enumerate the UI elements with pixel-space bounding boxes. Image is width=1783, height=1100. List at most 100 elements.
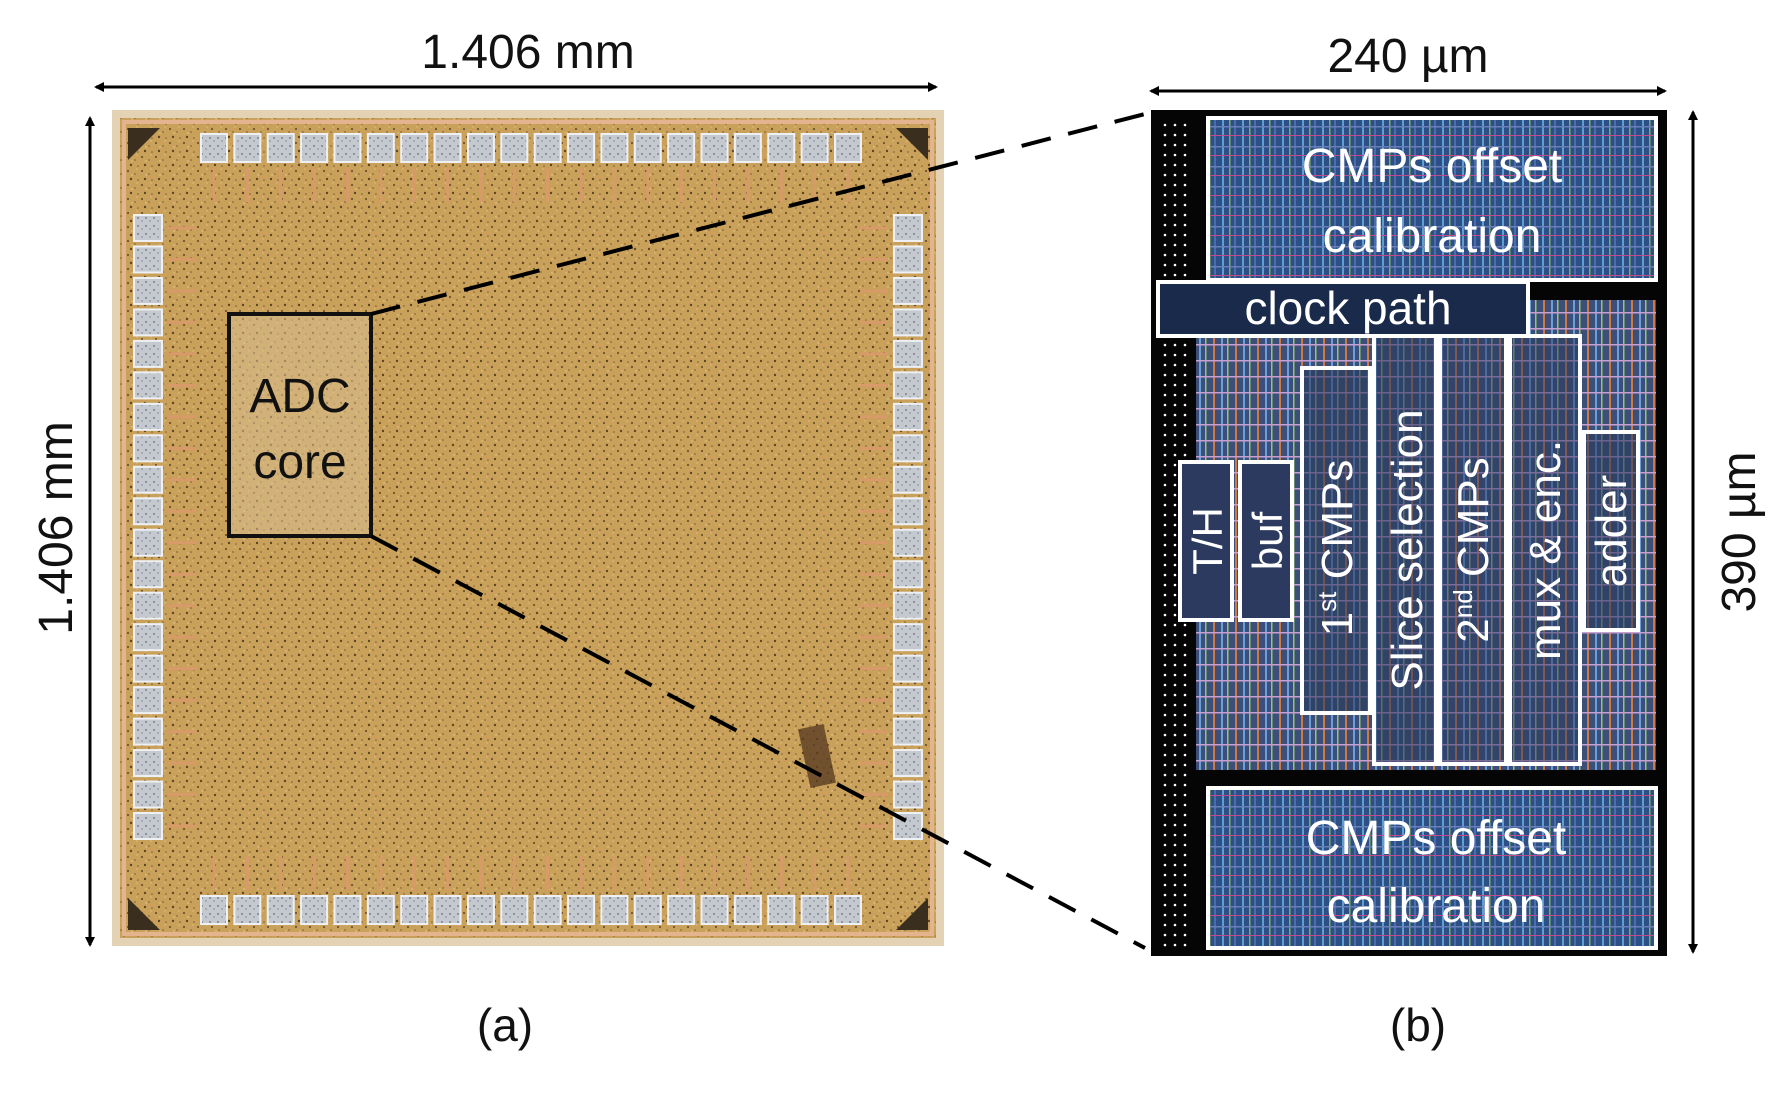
bond-pad (700, 133, 729, 163)
bond-pad (700, 895, 729, 925)
buf-box (1238, 460, 1294, 622)
bond-pad (133, 780, 163, 809)
bond-pad (500, 895, 529, 925)
bond-pad (500, 133, 529, 163)
caption-b: (b) (1390, 999, 1446, 1051)
height-label-b: 390 µm (1713, 451, 1766, 612)
cal-bot-box (1206, 786, 1658, 950)
corner-mark-bl (128, 898, 160, 930)
bond-pad (400, 133, 429, 163)
mux-enc-box (1508, 334, 1582, 766)
seal-ring (122, 120, 934, 936)
first-cmps-label: 1st CMPs (1312, 460, 1362, 637)
bond-pad (133, 308, 163, 337)
zoom-line-top (370, 112, 1146, 316)
bond-pad (133, 654, 163, 683)
bond-pad (133, 402, 163, 431)
bond-pad (133, 528, 163, 557)
bond-pad (893, 214, 923, 242)
height-label-a: 1.406 mm (30, 421, 83, 634)
bond-pad (767, 895, 796, 925)
bond-pad (133, 591, 163, 620)
bond-pad (893, 371, 923, 400)
bond-pad (893, 497, 923, 526)
corner-mark-tr (896, 128, 928, 160)
cal-top-box (1206, 116, 1658, 282)
bond-pad (893, 780, 923, 809)
bond-pad (133, 560, 163, 589)
bond-pad (893, 623, 923, 652)
bond-pad (133, 623, 163, 652)
slice-selection-box (1372, 334, 1438, 766)
bond-pad (893, 245, 923, 274)
adc-core-label-1: ADC (249, 370, 350, 423)
bond-pad (233, 133, 262, 163)
second-cmps-label: 2nd CMPs (1448, 457, 1498, 642)
bond-pad (767, 133, 796, 163)
bond-pad (800, 133, 829, 163)
bond-pad (133, 465, 163, 494)
bond-pad (133, 497, 163, 526)
bond-pad (300, 133, 329, 163)
bond-pad (893, 528, 923, 557)
bond-pad (893, 591, 923, 620)
bond-pad (667, 133, 696, 163)
bond-pad (893, 654, 923, 683)
bond-pad (893, 686, 923, 715)
bond-pad (733, 895, 762, 925)
corner-mark-tl (128, 128, 160, 160)
bond-pad (733, 133, 762, 163)
bond-pad (834, 133, 862, 163)
bond-pad (893, 434, 923, 463)
cal-bot-label-2: calibration (1327, 880, 1546, 933)
bond-pad (800, 895, 829, 925)
bond-pad (266, 895, 295, 925)
bond-pad (893, 560, 923, 589)
bond-pad (893, 749, 923, 778)
th-box (1178, 460, 1234, 622)
zoom-line-bottom (370, 534, 1146, 950)
bond-pad (133, 749, 163, 778)
cal-bot-label-1: CMPs offset (1306, 812, 1567, 865)
second-cmps-box (1438, 334, 1508, 766)
bond-pad (466, 895, 495, 925)
bond-pad (893, 276, 923, 305)
bond-pad (333, 133, 362, 163)
bond-pad (266, 133, 295, 163)
clock-path-box (1156, 280, 1530, 338)
bond-pad (633, 133, 662, 163)
bond-pad (893, 465, 923, 494)
bond-pads (133, 133, 923, 925)
bond-pad (300, 895, 329, 925)
bond-pad (567, 895, 596, 925)
panel-a: ADC core 1.406 mm 1.406 mm (a) (30, 26, 944, 1051)
bond-pad (600, 133, 629, 163)
bond-pad (667, 895, 696, 925)
bond-pad (200, 133, 228, 163)
bond-pad (133, 214, 163, 242)
bond-pad (133, 812, 163, 840)
bond-pad (893, 339, 923, 368)
adc-core-label-2: core (253, 436, 346, 489)
bond-pad (893, 717, 923, 746)
bond-pad (133, 339, 163, 368)
bond-pad (333, 895, 362, 925)
bond-pad (133, 245, 163, 274)
bond-pad (600, 895, 629, 925)
bond-pad (567, 133, 596, 163)
panel-b: CMPs offset calibration clock path T/H b… (1149, 30, 1766, 1051)
bond-pad (133, 717, 163, 746)
bond-pad (533, 133, 562, 163)
bond-pad (533, 895, 562, 925)
bond-pad (366, 133, 395, 163)
adc-core-box (227, 312, 373, 538)
clock-path-label: clock path (1244, 282, 1451, 334)
bond-pad (200, 895, 228, 925)
die-mark (798, 723, 836, 789)
bond-pad (834, 895, 862, 925)
cal-top-label-1: CMPs offset (1302, 140, 1563, 193)
mux-enc-label: mux & enc. (1521, 440, 1570, 660)
first-cmps-box (1300, 366, 1372, 715)
adder-label: adder (1587, 475, 1636, 588)
